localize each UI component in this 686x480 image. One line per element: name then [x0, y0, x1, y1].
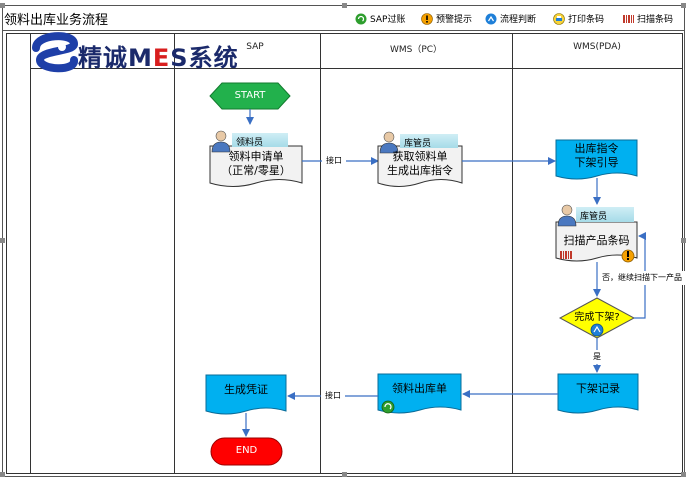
- barcode-icon: [623, 14, 634, 23]
- column-header-wms-pda: WMS(PDA): [573, 42, 621, 52]
- putaway-line-1: 出库指令: [574, 142, 619, 155]
- get-order-line-2: 生成出库指令: [387, 164, 453, 177]
- edge-label-interface-1: 接口: [322, 154, 346, 168]
- handle[interactable]: [0, 238, 5, 243]
- edge-label-interface-2: 接口: [321, 389, 345, 403]
- warning-icon: [621, 249, 635, 263]
- get-order-role-tag: [400, 134, 458, 148]
- putaway-guide-doc[interactable]: [555, 139, 638, 180]
- putaway-line-2: 下架引导: [574, 156, 619, 169]
- column-header-sap: SAP: [246, 42, 264, 52]
- handle[interactable]: [342, 472, 347, 477]
- legend-warning: 预警提示: [421, 12, 472, 25]
- legend-sap-post: SAP过账: [355, 12, 405, 25]
- page-title: 领料出库业务流程: [4, 13, 109, 28]
- record-label: 下架记录: [576, 382, 620, 395]
- person-icon: [379, 131, 399, 154]
- legend-label: 打印条码: [568, 15, 605, 25]
- edge-label-no: 否，继续扫描下一产品: [602, 271, 686, 285]
- logo-mark-icon: [32, 32, 79, 73]
- logo-text-e: E: [152, 44, 171, 72]
- scan-role: 库管员: [580, 212, 608, 222]
- end-label: END: [235, 445, 258, 456]
- get-order-doc[interactable]: [377, 145, 463, 187]
- scan-label: 扫描产品条码: [563, 234, 630, 247]
- column-header-wms-pc: WMS（PC）: [389, 45, 443, 55]
- requisition-role: 领料员: [236, 138, 264, 148]
- sap-post-icon: [355, 13, 367, 24]
- legend-label: 流程判断: [500, 15, 537, 25]
- legend-label: SAP过账: [370, 15, 406, 25]
- get-order-role: 库管员: [404, 139, 432, 149]
- start-node[interactable]: [209, 82, 291, 110]
- decision-label: 完成下架?: [574, 312, 620, 323]
- decision-icon: [485, 13, 497, 24]
- start-label: START: [234, 90, 266, 101]
- putaway-record-doc[interactable]: [557, 373, 639, 414]
- requisition-line-1: 领料申请单: [228, 150, 284, 163]
- warning-icon: [421, 12, 433, 25]
- logo-text-b: S系统: [170, 44, 239, 72]
- legend-decision: 流程判断: [485, 12, 536, 25]
- end-node[interactable]: [210, 437, 283, 466]
- printer-icon: [553, 12, 565, 25]
- handle[interactable]: [0, 3, 5, 8]
- voucher-label: 生成凭证: [224, 383, 268, 396]
- voucher-doc[interactable]: [205, 374, 287, 415]
- handle[interactable]: [0, 472, 5, 477]
- handle[interactable]: [342, 3, 347, 8]
- issue-order-label: 领料出库单: [392, 382, 447, 395]
- person-icon: [557, 204, 577, 227]
- handle[interactable]: [681, 3, 686, 8]
- legend-barcode: 扫描条码: [622, 12, 673, 25]
- scan-role-tag: [576, 207, 634, 222]
- requisition-line-2: （正常/零星）: [221, 164, 291, 177]
- legend-label: 预警提示: [436, 15, 473, 25]
- requisition-doc[interactable]: [209, 145, 303, 187]
- logo: 精诚MES系统: [78, 38, 239, 73]
- get-order-line-1: 获取领料单: [392, 150, 448, 163]
- edge-label-yes: 是: [590, 350, 604, 364]
- legend-label: 扫描条码: [637, 15, 674, 25]
- logo-text-a: 精诚M: [78, 44, 153, 72]
- handle[interactable]: [681, 472, 686, 477]
- legend-printer: 打印条码: [553, 12, 604, 25]
- handle[interactable]: [681, 238, 686, 243]
- decision-icon: [590, 323, 604, 337]
- barcode-icon: [560, 251, 572, 259]
- requisition-role-tag: [232, 133, 288, 147]
- sap-post-icon: [381, 400, 395, 414]
- person-icon: [211, 130, 231, 153]
